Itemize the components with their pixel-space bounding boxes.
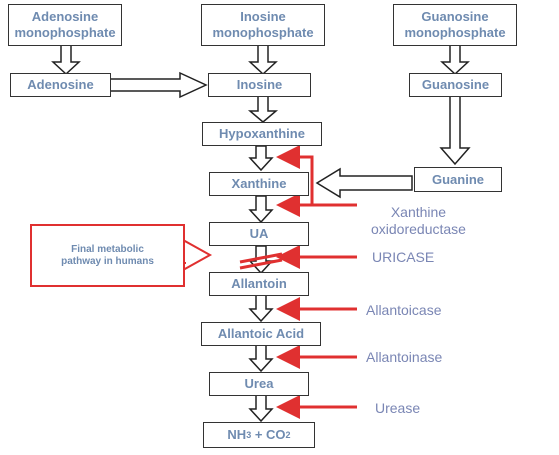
enzyme-xo-line2: oxidoreductase: [371, 221, 466, 237]
node-gmp: Guanosine monophosphate: [393, 4, 517, 46]
arrow-imp-inosine: [248, 44, 278, 76]
node-imp: Inosine monophosphate: [201, 4, 325, 46]
node-urea: Urea: [209, 372, 309, 396]
arrow-adenosine-inosine: [109, 71, 208, 99]
arrow-hypoxanthine-xanthine: [248, 145, 274, 172]
arrow-gmp-guanosine: [440, 44, 470, 76]
arrow-xanthine-ua: [248, 195, 274, 224]
final-nh: NH: [227, 427, 247, 442]
arrow-allantoic-urea: [248, 344, 274, 373]
node-allantoic-acid: Allantoic Acid: [201, 322, 321, 346]
node-inosine: Inosine: [208, 73, 311, 97]
final-sub3: 3: [246, 430, 252, 440]
node-adenosine: Adenosine: [10, 73, 111, 97]
callout-arrow: [182, 238, 213, 272]
enzyme-allantoinase: Allantoinase: [366, 349, 443, 365]
final-sub2: 2: [285, 430, 291, 440]
enzyme-xo-line1: Xanthine: [390, 204, 447, 220]
block-mark-2: [239, 258, 283, 270]
xo-connector: [276, 145, 357, 207]
node-ua: UA: [209, 222, 309, 246]
arrow-inosine-hypoxanthine: [247, 95, 279, 123]
final-plus-co: + CO: [251, 427, 286, 442]
arrow-urea-final: [248, 394, 274, 423]
block-mark-1: [239, 252, 283, 264]
enzyme-urease: Urease: [375, 400, 421, 416]
node-guanine: Guanine: [414, 167, 502, 192]
arrow-guanosine-guanine: [439, 95, 471, 166]
node-xanthine: Xanthine: [209, 172, 309, 196]
enzyme-xanthine-oxidoreductase: Xanthine oxidoreductase: [371, 204, 466, 238]
enzyme-uricase: URICASE: [372, 249, 435, 265]
node-guanosine: Guanosine: [409, 73, 502, 97]
arrow-guanine-xanthine: [315, 167, 413, 199]
arrow-allantoin-allantoic: [248, 294, 274, 323]
node-amp: Adenosine monophosphate: [8, 4, 122, 46]
arrow-amp-adenosine: [51, 44, 81, 76]
callout-final-pathway: Final metabolic pathway in humans: [30, 224, 185, 287]
node-hypoxanthine: Hypoxanthine: [202, 122, 322, 146]
enzyme-allantoicase: Allantoicase: [366, 302, 442, 318]
node-allantoin: Allantoin: [209, 272, 309, 296]
